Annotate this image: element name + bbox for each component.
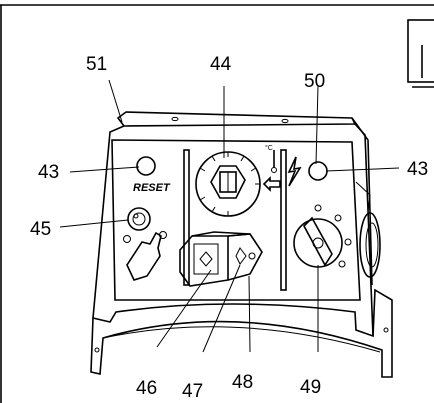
corner-box xyxy=(407,19,434,88)
callout-51: 51 xyxy=(86,54,107,75)
hand-press-icon xyxy=(126,231,162,281)
callout-44: 44 xyxy=(210,54,232,75)
reset-label: RESET xyxy=(133,182,171,194)
thermostat-dial[interactable] xyxy=(195,151,261,217)
callout-47: 47 xyxy=(182,381,203,402)
callout-48: 48 xyxy=(232,372,253,393)
rotary-selector[interactable] xyxy=(293,204,352,268)
reset-button[interactable] xyxy=(127,207,151,231)
indicator-lamp-right xyxy=(308,161,328,181)
switch-assembly[interactable] xyxy=(179,231,263,287)
callout-43-left: 43 xyxy=(38,162,59,183)
lightning-bolt-icon xyxy=(287,156,302,187)
panel-housing xyxy=(90,111,393,378)
callout-49: 49 xyxy=(300,377,321,398)
callout-45: 45 xyxy=(30,219,51,240)
celsius-label: °C xyxy=(265,144,273,152)
screw-left xyxy=(123,235,131,243)
thermometer-icon xyxy=(271,150,277,173)
leader-lines xyxy=(59,79,400,353)
top-frame xyxy=(0,4,434,403)
left-arrow-icon xyxy=(262,176,281,192)
callout-43-right: 43 xyxy=(407,159,428,180)
callout-50: 50 xyxy=(304,71,325,92)
callout-46: 46 xyxy=(136,378,157,399)
indicator-lamp-left xyxy=(136,156,156,176)
